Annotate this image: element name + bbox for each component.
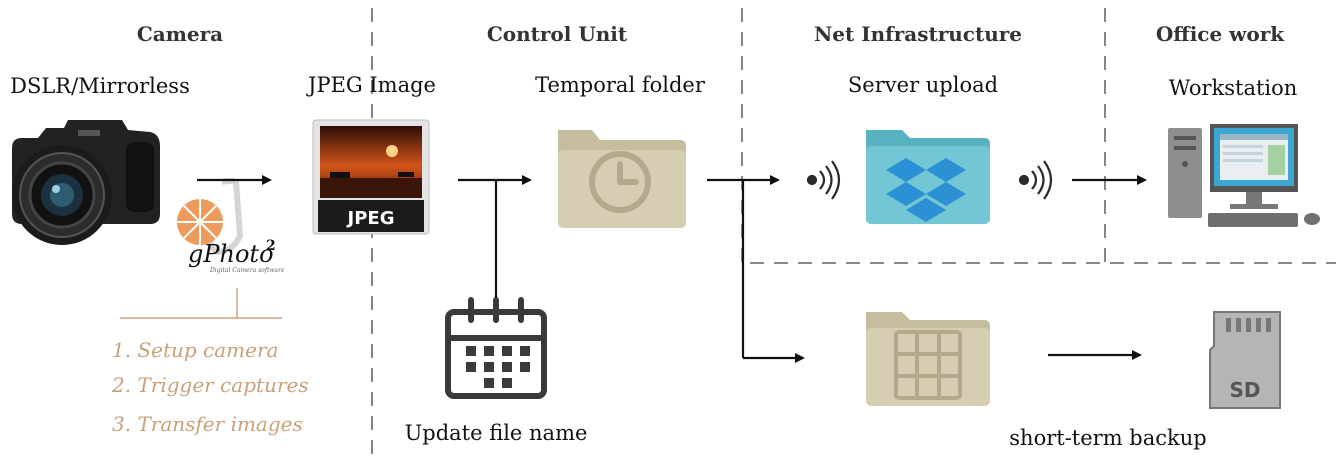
backup-folder-icon — [866, 312, 990, 406]
jpeg-image-icon: JPEG — [312, 119, 430, 235]
dropbox-folder-icon — [866, 130, 990, 224]
section-camera: Camera — [137, 22, 223, 46]
calendar-icon — [445, 297, 547, 399]
wireless-signal-icon-left — [806, 160, 841, 200]
gphoto-logo: gPhoto 2 Digital Camera software — [177, 178, 285, 274]
jpeg-label: JPEG Image — [306, 73, 436, 97]
gphoto-logo-text: gPhoto — [188, 240, 274, 268]
update-file-name-label: Update file name — [405, 421, 588, 445]
workstation-icon — [1168, 124, 1320, 227]
section-office-work: Office work — [1156, 22, 1285, 46]
workstation-label: Workstation — [1169, 76, 1298, 100]
gphoto-logo-superscript: 2 — [266, 238, 276, 254]
jpeg-badge: JPEG — [346, 208, 395, 229]
server-upload-label: Server upload — [848, 73, 998, 97]
steps-bracket — [120, 288, 282, 319]
step-trigger-captures: 2. Trigger captures — [111, 373, 309, 397]
temporal-folder-icon — [558, 130, 686, 228]
sd-card-icon: SD — [1209, 311, 1281, 409]
step-transfer-images: 3. Transfer images — [112, 412, 303, 436]
camera-icon — [12, 120, 160, 245]
section-net-infrastructure: Net Infrastructure — [814, 22, 1022, 46]
section-control-unit: Control Unit — [487, 22, 628, 46]
sd-badge: SD — [1229, 378, 1260, 402]
camera-label: DSLR/Mirrorless — [10, 74, 190, 98]
temporal-folder-label: Temporal folder — [535, 73, 706, 97]
gphoto-tagline: Digital Camera software — [209, 267, 285, 274]
step-setup-camera: 1. Setup camera — [112, 338, 278, 362]
short-term-backup-label: short-term backup — [1009, 426, 1206, 450]
wireless-signal-icon-right — [1018, 160, 1053, 200]
